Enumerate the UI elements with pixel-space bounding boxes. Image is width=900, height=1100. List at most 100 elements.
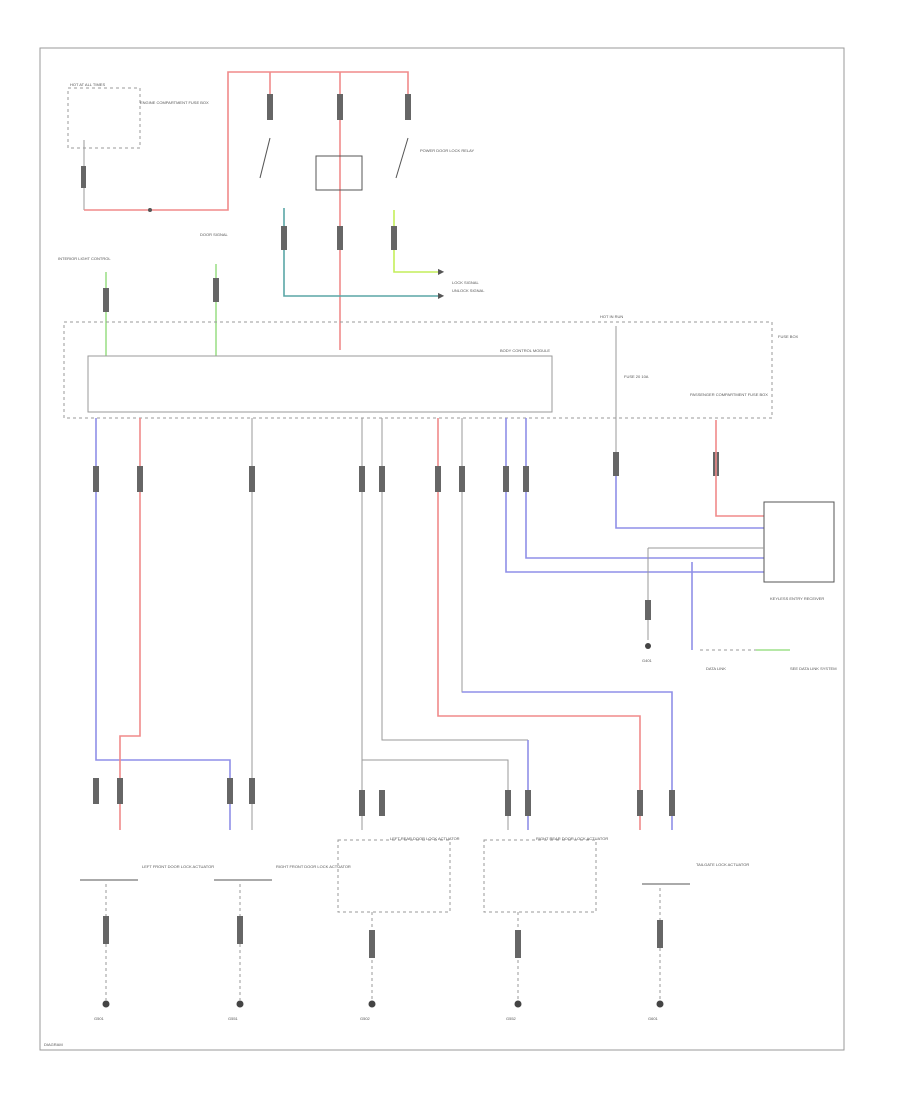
actuator-5-label: TAILGATE LOCK ACTUATOR: [696, 862, 749, 867]
ground-conn-4: [515, 930, 521, 958]
lime-connector: [391, 226, 397, 250]
ground-4-label: G552: [506, 1016, 517, 1021]
right-module-section: FUSE 20 10A PASSENGER COMPARTMENT FUSE B…: [613, 326, 837, 671]
conn-a8: [503, 466, 509, 492]
act2-conn-b: [249, 778, 255, 804]
main-wiring: [93, 418, 764, 830]
top-left-fuse-label: HOT AT ALL TIMES: [70, 82, 105, 87]
red-wire-module: [715, 420, 764, 517]
left-tag-1: INTERIOR LIGHT CONTROL: [58, 256, 111, 261]
module-ground-dot: [645, 643, 651, 649]
blue-wire-left: [95, 418, 231, 830]
actuator-3-body: [337, 839, 451, 913]
conn-a4: [359, 466, 365, 492]
relay-desc: POWER DOOR LOCK RELAY: [420, 148, 474, 153]
blue-wire-right-1: [505, 418, 764, 573]
ground-dot-5: [656, 1000, 664, 1008]
ground-a-label: G401: [642, 658, 653, 663]
conn-a3: [249, 466, 255, 492]
top-left-fuse-desc: ENGINE COMPARTMENT FUSE BOX: [140, 100, 209, 105]
ground-conn-2: [237, 916, 243, 944]
blue-wire-right-2: [525, 418, 764, 559]
right-box-tag: FUSE BOX: [778, 334, 799, 339]
ground-dot-2: [236, 1000, 244, 1008]
ground-conn-5: [657, 920, 663, 948]
actuator-4-label: RIGHT REAR DOOR LOCK ACTUATOR: [536, 836, 608, 841]
ground-1-label: G501: [94, 1016, 105, 1021]
footer-tag: DIAGRAM: [44, 1042, 63, 1047]
act2-conn-a: [227, 778, 233, 804]
right-note-b: SEE DATA LINK SYSTEM: [790, 666, 837, 671]
act3-conn-a: [359, 790, 365, 816]
right-module-label: KEYLESS ENTRY RECEIVER: [770, 596, 824, 601]
control-unit-body: [87, 355, 553, 413]
relay-switch-right: [395, 137, 409, 179]
act4-conn-a: [505, 790, 511, 816]
top-fuse-section: HOT AT ALL TIMES ENGINE COMPARTMENT FUSE…: [67, 71, 485, 350]
left-tags: INTERIOR LIGHT CONTROL DOOR SIGNAL: [58, 232, 229, 356]
ground-conn-1: [103, 916, 109, 944]
control-unit: BODY CONTROL MODULE HOT IN RUN FUSE BOX: [63, 314, 799, 419]
control-unit-outline: [63, 321, 773, 419]
red-power-wire: [84, 71, 409, 211]
right-fuse2-desc: PASSENGER COMPARTMENT FUSE BOX: [690, 392, 768, 397]
actuator-4-body: [483, 839, 597, 913]
top-left-fuse-box: [67, 87, 141, 149]
conn-a1: [93, 466, 99, 492]
right-fuse-label: FUSE 20 10A: [624, 374, 649, 379]
ground-2-label: G551: [228, 1016, 239, 1021]
left-tag-2: DOOR SIGNAL: [200, 232, 229, 237]
act5-conn-b: [669, 790, 675, 816]
conn-a7: [459, 466, 465, 492]
arrow-right-1: ▶: [438, 267, 445, 276]
ground-3-label: G502: [360, 1016, 371, 1021]
to-right-label-1: LOCK SIGNAL: [452, 280, 479, 285]
grounds: G501 G551 G502 G552 G601: [94, 884, 664, 1021]
ground-dot-1: [102, 1000, 110, 1008]
lime-wire: [393, 210, 440, 273]
actuator-3-label: LEFT REAR DOOR LOCK ACTUATOR: [390, 836, 460, 841]
relay-coil: [315, 155, 363, 191]
teal-connector: [281, 226, 287, 250]
green-connector-2: [213, 278, 219, 302]
relay-connector-3: [405, 94, 411, 120]
actuator-1-label: LEFT FRONT DOOR LOCK ACTUATOR: [142, 864, 214, 869]
control-unit-label: BODY CONTROL MODULE: [500, 348, 550, 353]
gray-wire-3: [381, 418, 528, 741]
ground-dot-4: [514, 1000, 522, 1008]
splice-1: [148, 208, 152, 212]
act4-conn-b: [525, 790, 531, 816]
blue-wire-module: [615, 476, 764, 529]
relay-connector-2: [337, 94, 343, 120]
right-note-a: DATA LINK: [706, 666, 726, 671]
module-ground-conn: [645, 600, 651, 620]
conn-a6: [435, 466, 441, 492]
right-top-ref: HOT IN RUN: [600, 314, 623, 319]
act1-conn-b: [117, 778, 123, 804]
arrow-right-2: ▶: [438, 291, 445, 300]
relay-connector-1: [267, 94, 273, 120]
conn-a5: [379, 466, 385, 492]
green-connector-1: [103, 288, 109, 312]
ground-dot-3: [368, 1000, 376, 1008]
conn-a9: [523, 466, 529, 492]
conn-a2: [137, 466, 143, 492]
blue-wire-center: [462, 691, 673, 830]
actuator-2-label: RIGHT FRONT DOOR LOCK ACTUATOR: [276, 864, 351, 869]
ground-conn-3: [369, 930, 375, 958]
act1-conn-a: [93, 778, 99, 804]
keyless-module: [763, 501, 835, 583]
fuse-connector-1: [81, 166, 86, 188]
center-connector: [337, 226, 343, 250]
right-fuse-connector: [613, 452, 619, 476]
act5-conn-a: [637, 790, 643, 816]
diagram-border: [39, 47, 845, 1051]
act3-conn-b: [379, 790, 385, 816]
teal-wire: [283, 208, 440, 297]
actuators: LEFT FRONT DOOR LOCK ACTUATOR RIGHT FRON…: [80, 778, 749, 913]
to-right-label-2: UNLOCK SIGNAL: [452, 288, 485, 293]
relay-switch-left: [259, 137, 271, 179]
ground-5-label: G601: [648, 1016, 659, 1021]
red-wire-center: [437, 418, 641, 830]
